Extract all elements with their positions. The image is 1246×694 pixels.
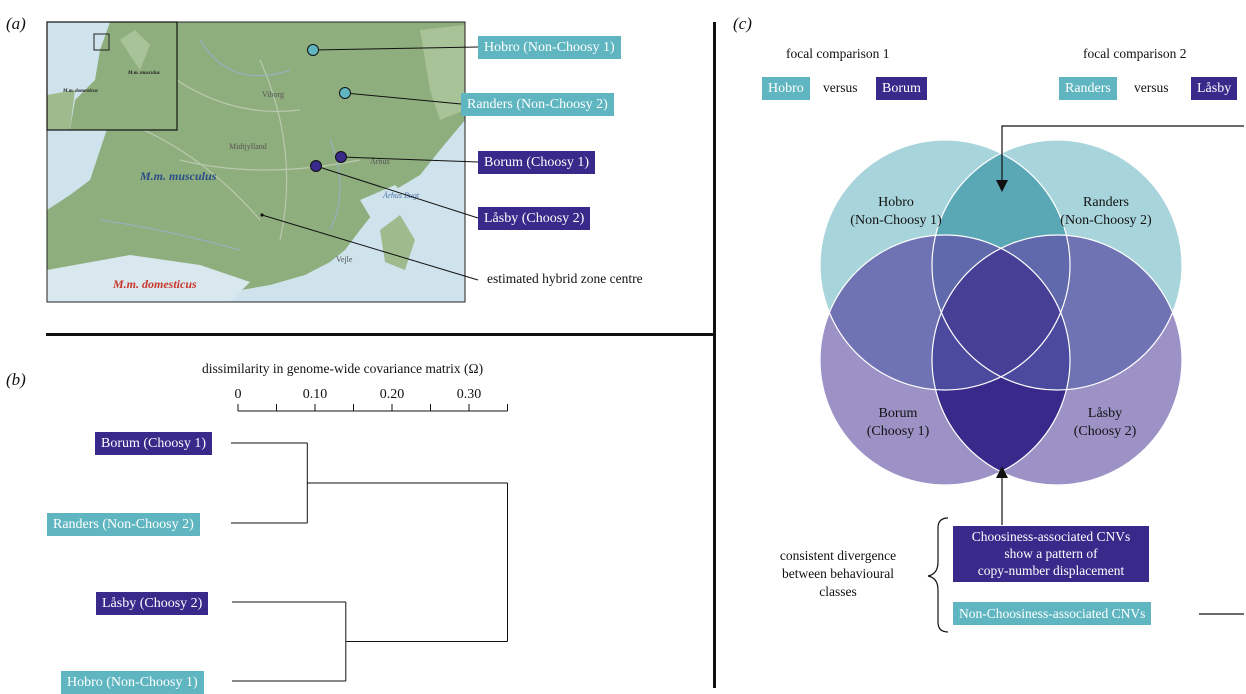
consistent-line-1: consistent divergence — [779, 548, 897, 563]
focal1-versus: versus — [823, 80, 858, 95]
place-viborg: Viborg — [262, 90, 284, 99]
inset-map: M.m. musculus M.m. domesticus — [46, 21, 178, 131]
leader-hobro — [312, 46, 479, 51]
place-midtjylland: Midtjylland — [229, 142, 267, 151]
hybrid-zone-label: estimated hybrid zone centre — [487, 271, 643, 286]
choosiness-line-2: show a pattern of — [1004, 546, 1098, 561]
leader-randers — [344, 92, 462, 105]
circle-lasby-name: Låsby — [1088, 406, 1122, 421]
consistent-divergence-label: consistent divergence between behavioura… — [750, 547, 926, 601]
inset-musculus-label: M.m. musculus — [127, 71, 160, 76]
site-marker-borum — [335, 151, 347, 163]
non-choosy-arrowhead — [996, 180, 1008, 192]
focal1-title: focal comparison 1 — [786, 46, 890, 61]
leaf-lasby: Låsby (Choosy 2) — [96, 592, 209, 615]
dendrogram: 0 0.10 0.20 0.30 — [231, 387, 508, 682]
leader-borum — [340, 156, 479, 163]
focal2-randers-tag: Randers — [1059, 77, 1117, 100]
site-marker-randers — [339, 87, 351, 99]
circle-hobro-name: Hobro — [878, 195, 914, 210]
hybrid-zone-point — [260, 213, 264, 217]
choosy-arrowhead — [996, 466, 1008, 478]
circle-borum-class: (Choosy 1) — [867, 424, 930, 439]
non-choosy-pointer — [1001, 125, 1244, 186]
focal2-lasby-tag: Låsby — [1191, 77, 1238, 100]
consistent-line-2: between behavioural — [781, 566, 895, 581]
map-tag-lasby: Låsby (Choosy 2) — [478, 207, 591, 230]
axis-tick-label: 0.20 — [380, 387, 405, 402]
focal1-hobro-tag: Hobro — [762, 77, 810, 100]
leaf-randers: Randers (Non-Choosy 2) — [47, 513, 200, 536]
map-tag-hobro: Hobro (Non-Choosy 1) — [478, 36, 621, 59]
place-arhus-bugt: Århus Bugt — [382, 191, 420, 200]
vertical-divider — [713, 22, 716, 688]
non-choosiness-box: Non-Choosiness-associated CNVs — [953, 602, 1152, 625]
panel-label-a: (a) — [6, 14, 26, 33]
inset-domesticus-label: M.m. domesticus — [62, 89, 98, 94]
map-image — [46, 21, 466, 303]
dendrogram-axis-title: dissimilarity in genome-wide covariance … — [202, 361, 484, 376]
leaf-borum: Borum (Choosy 1) — [95, 432, 212, 455]
circle-borum-name: Borum — [879, 406, 918, 421]
horizontal-divider — [46, 333, 713, 336]
circle-lasby-class: (Choosy 2) — [1074, 424, 1137, 439]
consistent-line-3: classes — [819, 584, 857, 599]
choosiness-line-3: copy-number displacement — [977, 563, 1125, 578]
site-marker-lasby — [310, 160, 322, 172]
leader-hybrid-zone — [261, 214, 479, 281]
focal2-versus: versus — [1134, 80, 1169, 95]
circle-hobro-class: (Non-Choosy 1) — [850, 213, 942, 228]
place-vejle: Vejle — [336, 255, 353, 264]
map-tag-randers: Randers (Non-Choosy 2) — [461, 93, 614, 116]
place-arhus: Århus — [370, 157, 390, 166]
axis-tick-label: 0.10 — [303, 387, 328, 402]
venn-diagram: Hobro (Non-Choosy 1) Randers (Non-Choosy… — [819, 125, 1244, 633]
site-marker-hobro — [307, 44, 319, 56]
leader-lasby — [315, 165, 479, 219]
label-musculus: M.m. musculus — [139, 169, 217, 183]
circle-randers-class: (Non-Choosy 2) — [1060, 213, 1152, 228]
choosiness-line-1: Choosiness-associated CNVs — [971, 529, 1131, 544]
label-domesticus: M.m. domesticus — [112, 277, 197, 291]
axis-tick-label: 0 — [235, 387, 242, 402]
axis-tick-label: 0.30 — [457, 387, 482, 402]
brace — [927, 517, 949, 633]
choosiness-box: Choosiness-associated CNVs show a patter… — [953, 526, 1149, 582]
panel-label-b: (b) — [6, 370, 26, 389]
focal2-title: focal comparison 2 — [1083, 46, 1187, 61]
circle-randers-name: Randers — [1083, 195, 1129, 210]
panel-label-c: (c) — [733, 14, 752, 33]
map-tag-borum: Borum (Choosy 1) — [478, 151, 595, 174]
focal1-borum-tag: Borum — [876, 77, 927, 100]
leaf-hobro: Hobro (Non-Choosy 1) — [61, 671, 204, 694]
map-figure: Viborg Midtjylland Århus Århus Bugt Vejl… — [46, 21, 479, 303]
